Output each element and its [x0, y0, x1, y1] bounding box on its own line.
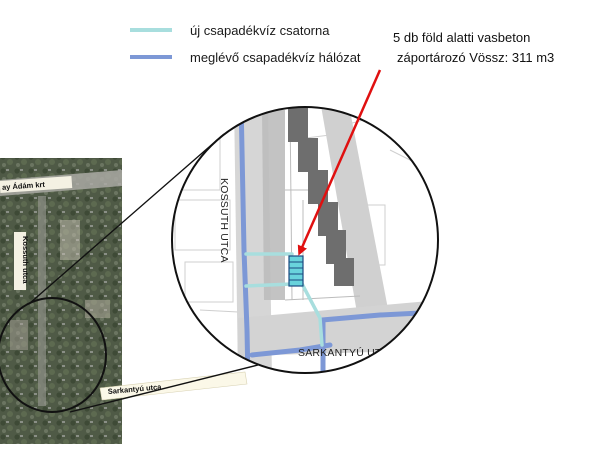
svg-text:Kossuth utca: Kossuth utca: [21, 236, 30, 284]
storage-tanks: [288, 255, 304, 287]
annotation-line-1: 5 db föld alatti vasbeton: [393, 30, 530, 45]
annotation-line-2: záportározó Vössz: 311 m3: [397, 50, 554, 65]
storage-annotation: 5 db föld alatti vasbeton záportározó Vö…: [393, 30, 554, 65]
svg-text:ay Ádám krt: ay Ádám krt: [2, 180, 46, 192]
legend-label-new-channel: új csapadékvíz csatorna: [190, 23, 330, 38]
aerial-focus-circle: [0, 297, 107, 413]
legend-label-existing-network: meglévő csapadékvíz hálózat: [190, 50, 361, 65]
street-label-kossuth: KOSSUTH UTCA: [218, 178, 230, 263]
detail-map-border: [171, 106, 439, 374]
zoom-connector-top: [29, 133, 225, 304]
aerial-label-top: ay Ádám krt: [0, 175, 73, 193]
aerial-photo: ay Ádám krt Kossuth utca Sarkantyú utca: [0, 158, 248, 444]
legend: új csapadékvíz csatorna meglévő csapadék…: [130, 23, 361, 65]
annotation-arrow: [297, 69, 382, 256]
aerial-label-left: Kossuth utca: [14, 232, 30, 290]
zoom-connector-bottom: [69, 364, 259, 413]
